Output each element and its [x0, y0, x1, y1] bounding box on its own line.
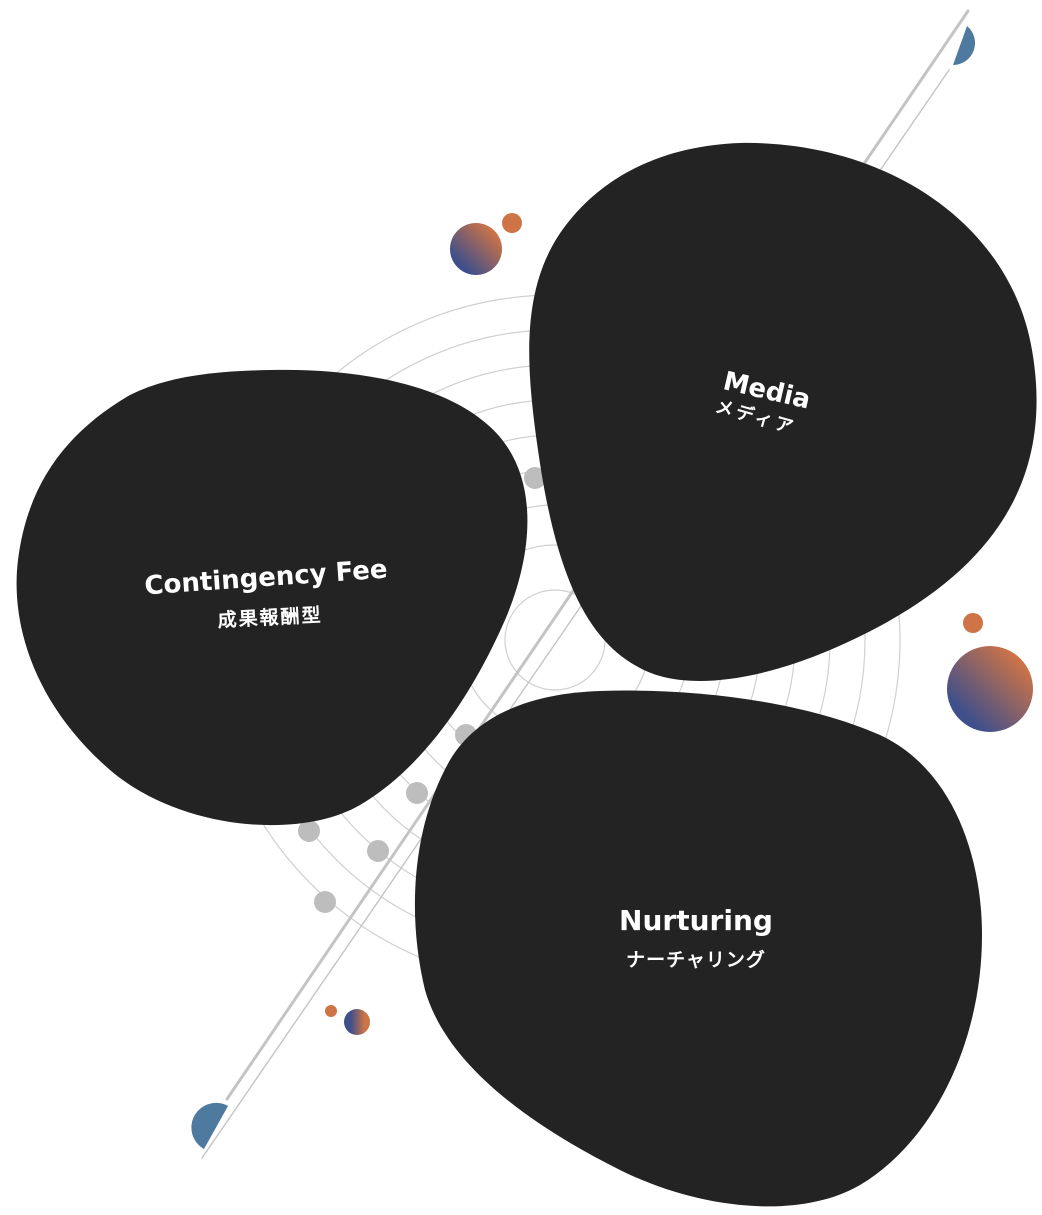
nurturing-title: Nurturing: [619, 904, 773, 937]
blue-half-circle-top: [953, 26, 976, 66]
contingency-fee-blob: [16, 369, 528, 826]
nurturing-subtitle: ナーチャリング: [626, 948, 766, 971]
gradient-ball-right: [947, 646, 1033, 732]
orange-dot-bottom: [325, 1005, 337, 1017]
orange-dot-right: [963, 613, 983, 633]
contingency-fee-sublabel: 成果報酬型: [217, 603, 323, 631]
gradient-ball-top: [450, 223, 502, 275]
gradient-ball-bottom: [344, 1009, 370, 1035]
nurturing-blob: [414, 690, 982, 1207]
orange-dot-top: [502, 213, 522, 233]
nurturing-label: Nurturing ナーチャリング: [619, 904, 773, 971]
blue-half-circle-bottom: [191, 1102, 228, 1149]
contingency-fee-subtitle: 成果報酬型: [217, 603, 323, 631]
grey-dots: [298, 467, 546, 913]
media-blob: [529, 142, 1037, 681]
